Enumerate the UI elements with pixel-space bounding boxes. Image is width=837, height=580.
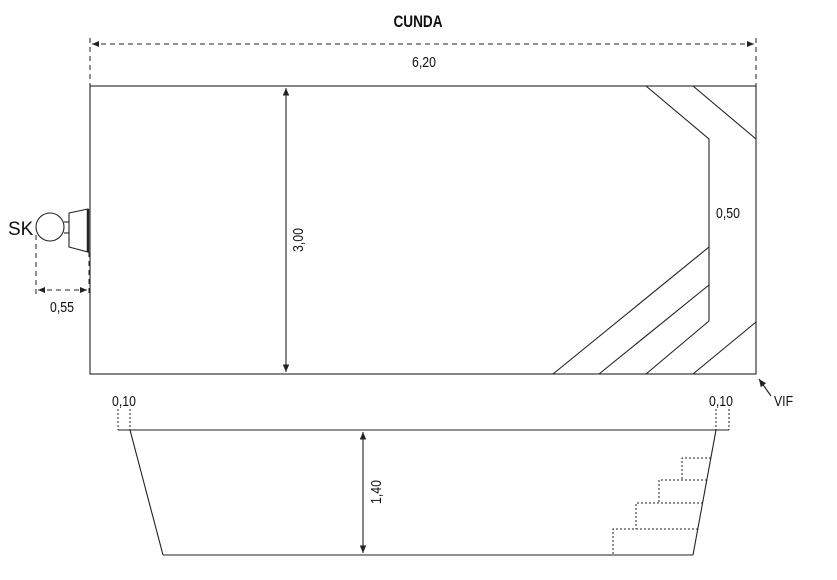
depth-label: 1,40 [368,480,384,504]
skimmer: SK 0,55 [8,208,90,315]
length-dimension: 6,20 [89,38,757,86]
rim-right-label: 0,10 [709,393,733,409]
length-label: 6,20 [412,54,436,70]
skimmer-label: SK [8,219,34,240]
diagram-title: CUNDA [393,13,442,32]
vif-callout: VIF [758,378,793,409]
rim-left-label: 0,10 [112,393,136,409]
section-view: 0,10 0,10 1,40 [112,393,733,556]
plan-view: 3,00 0,50 [89,85,757,375]
stairs [612,457,711,555]
skimmer-offset-label: 0,55 [50,299,74,315]
vif-label: VIF [774,393,793,409]
width-label: 3,00 [290,228,306,252]
bench-label: 0,50 [716,205,740,221]
